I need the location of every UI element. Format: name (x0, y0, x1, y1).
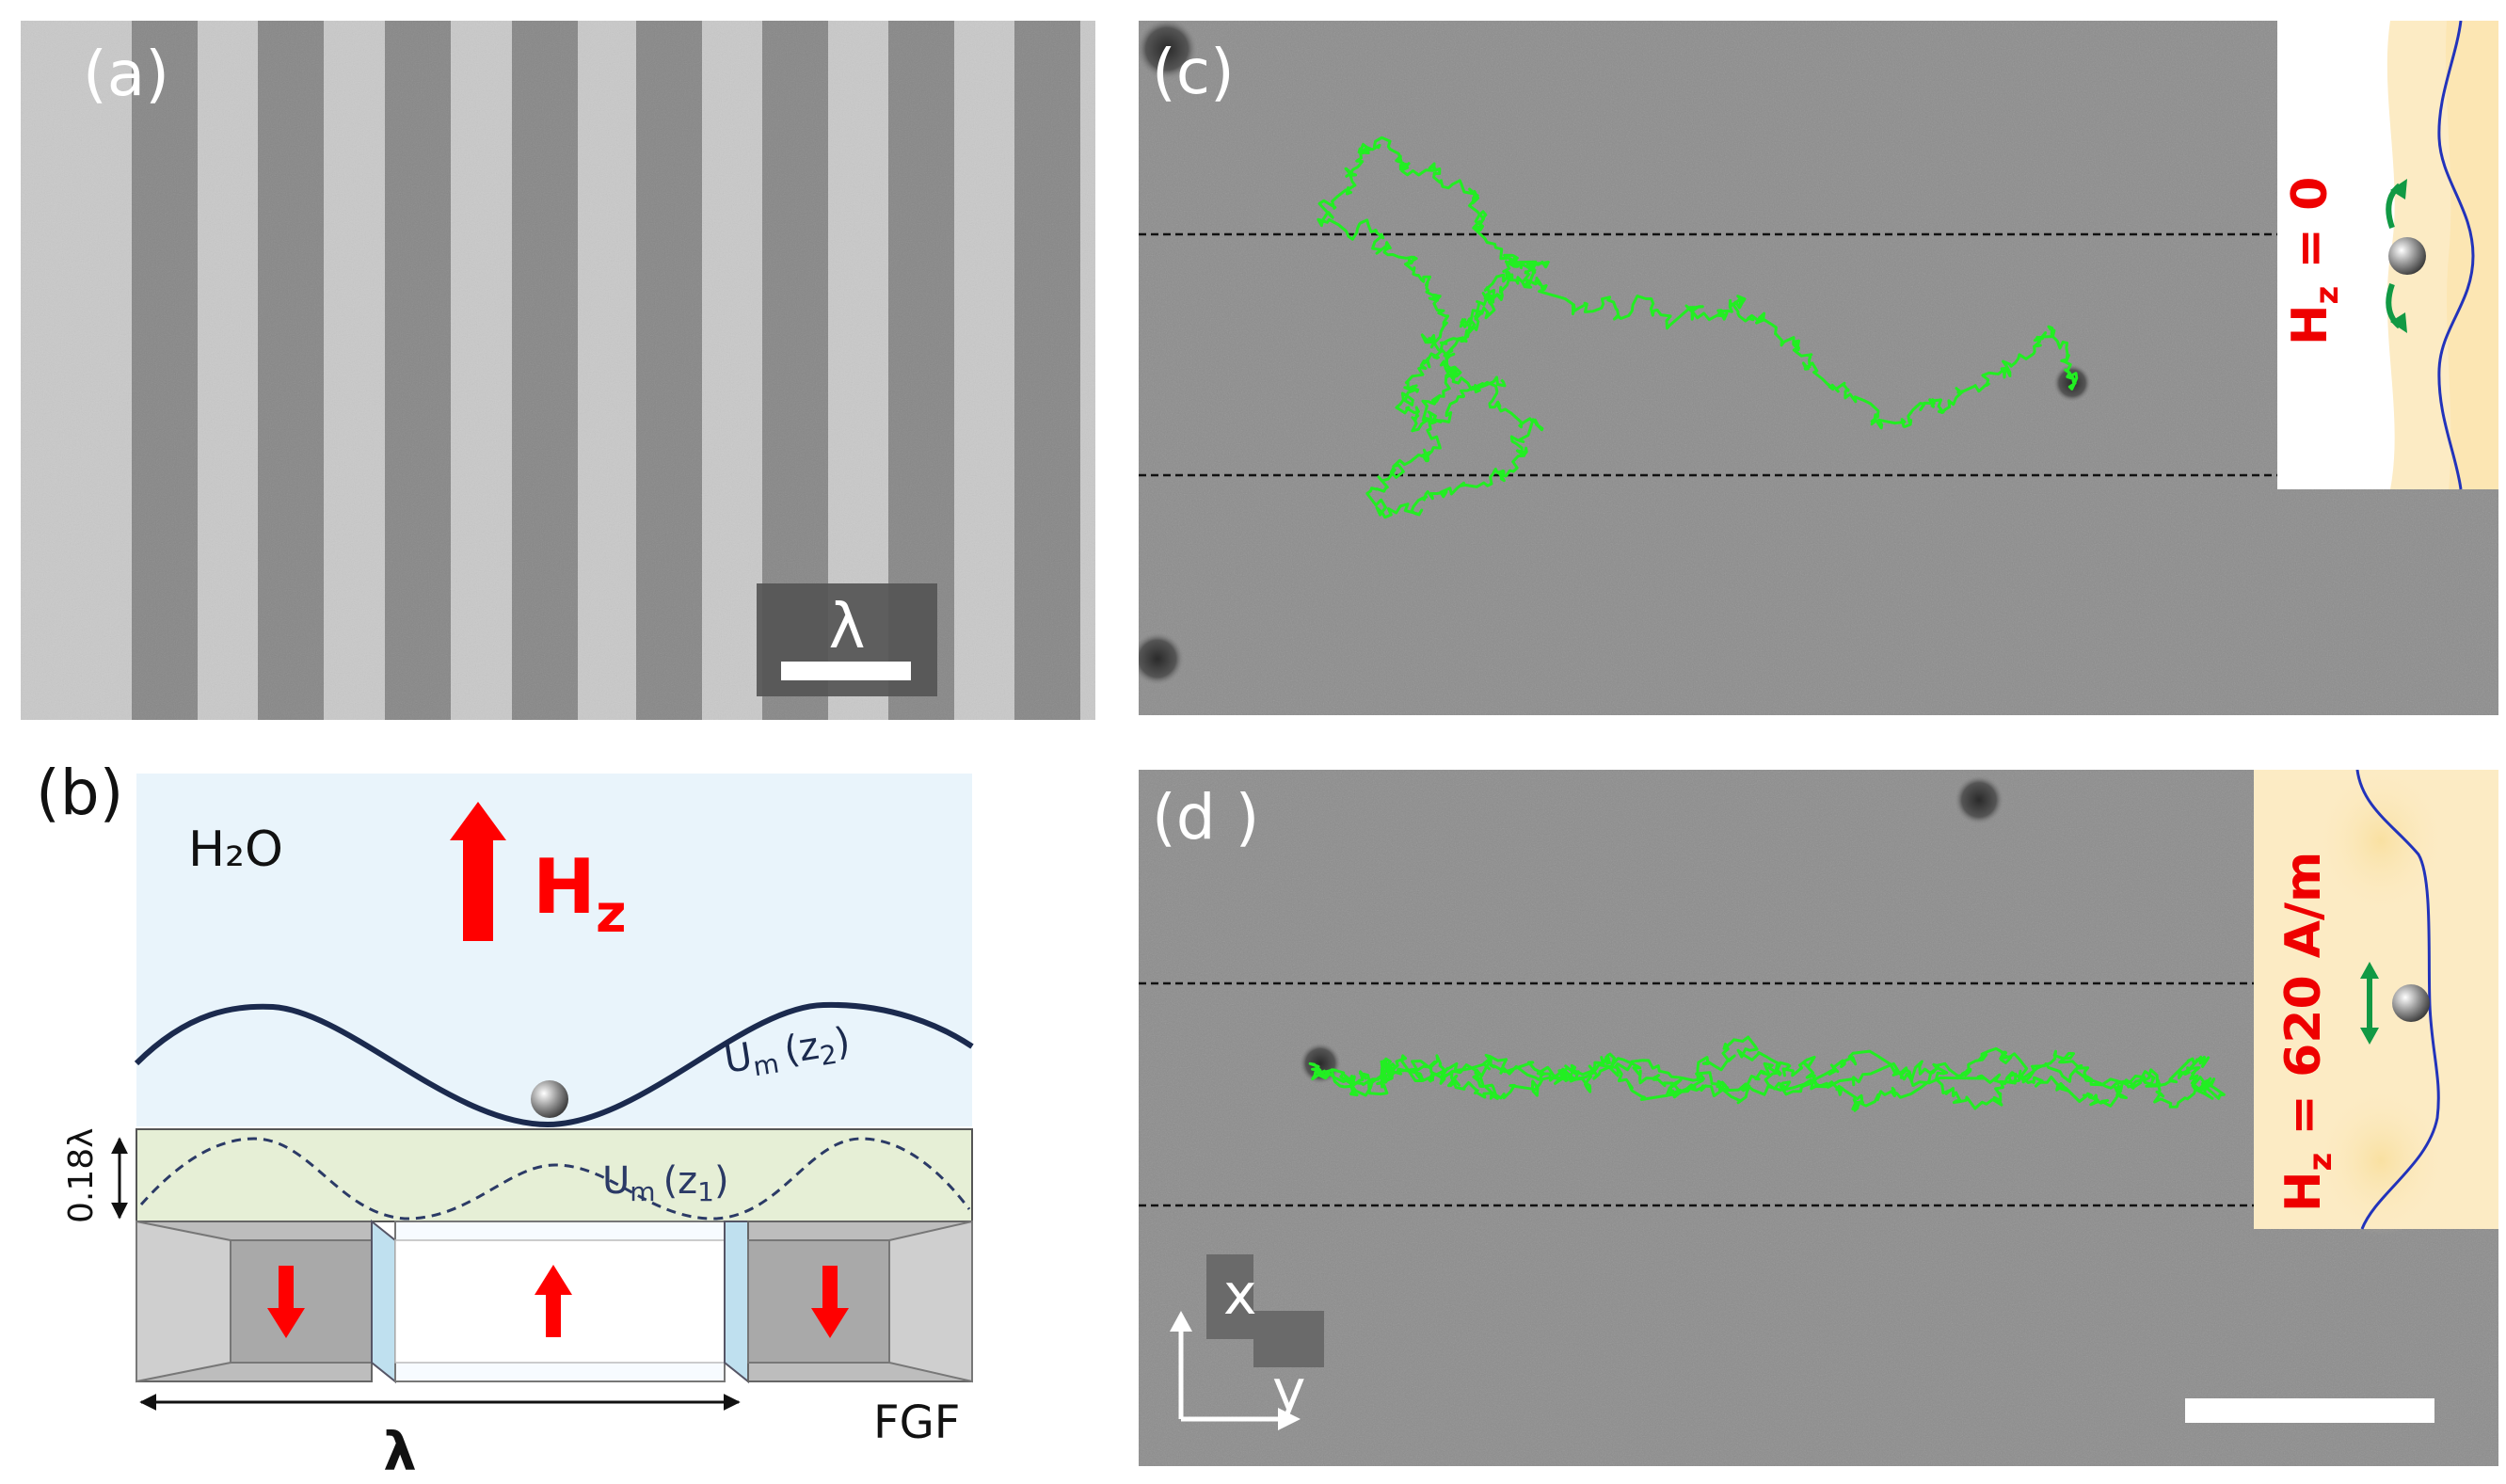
period-label: λ (383, 1422, 416, 1483)
field-label-sub: z (596, 884, 627, 945)
magnetization-arrow-down-right (811, 1266, 849, 1338)
tracked-particle (2053, 364, 2091, 402)
layer-region (136, 1128, 973, 1222)
inset-bead (2388, 237, 2426, 275)
inset-field-main-c: H (2282, 304, 2338, 345)
potential-curve-lower (139, 1137, 971, 1221)
potential-upper-arg-sub: 2 (818, 1039, 839, 1072)
trajectory-micrograph-d: x y Hz = 620 A/m (1139, 770, 2498, 1466)
field-arrow (450, 802, 506, 941)
panel-label-d: (d ) (1152, 781, 1260, 854)
stripe-micrograph: λ (21, 21, 1095, 720)
particle (1139, 21, 1197, 79)
axes-indicator: x y (1170, 1254, 1324, 1430)
field-label: Hz (533, 843, 627, 945)
axis-y-label: y (1272, 1358, 1306, 1424)
potential-lower-u: U (602, 1159, 630, 1203)
panel-c: Hz = 0 (c) (1139, 21, 2498, 715)
inset-bead (2392, 984, 2430, 1022)
particle (1139, 632, 1184, 685)
inset-potential-curve (2355, 770, 2440, 1230)
panel-d: x y Hz = 620 A/m (d ) (1139, 770, 2498, 1466)
brownian-trajectory (1317, 136, 2079, 519)
scalebar (781, 662, 911, 680)
scalebar-label: λ (828, 590, 865, 662)
trajectory-micrograph-c: Hz = 0 (1139, 21, 2498, 715)
panel-b: H₂O Hz Um(z2) Um(z1) 0.18λ λ FGF (b) (0, 743, 1095, 1484)
panel-label-b: (b) (36, 757, 124, 829)
magnetization-arrow-down-left (267, 1266, 305, 1338)
inset-field-value-d: = 620 A/m (2275, 852, 2332, 1153)
potential-inset-d: Hz = 620 A/m (2254, 770, 2498, 1236)
potential-lower-arg-sub: 1 (697, 1176, 714, 1207)
confined-trajectory (1308, 1035, 2226, 1112)
bead (531, 1080, 568, 1118)
inset-field-main-d: H (2275, 1171, 2332, 1212)
potential-lower-arg: (z (663, 1159, 698, 1203)
panel-label-c: (c) (1152, 36, 1235, 108)
potential-inset-c: Hz = 0 (2277, 21, 2498, 490)
potential-lower-label: Um (z1) (602, 1159, 729, 1207)
potential-lower-close: ) (714, 1159, 729, 1203)
potential-upper-close: ) (832, 1019, 854, 1064)
inset-potential-curve (2437, 21, 2475, 490)
panel-a: λ (a) (21, 21, 1095, 720)
panel-label-a: (a) (83, 38, 169, 110)
magnetization-arrow-up-center (535, 1265, 572, 1337)
medium-label: H₂O (188, 822, 283, 878)
inset-field-label-d: Hz = 620 A/m (2275, 852, 2339, 1212)
inset-field-label-c: Hz = 0 (2282, 177, 2346, 345)
inset-field-value-c: = 0 (2282, 177, 2338, 286)
water-region (136, 774, 972, 1126)
potential-upper-label: Um(z2) (721, 1019, 854, 1086)
potential-upper-arg: (z (781, 1025, 822, 1073)
potential-lower-sub: m (630, 1176, 655, 1207)
inset-field-sub-d: z (2302, 1153, 2339, 1172)
field-label-main: H (533, 843, 596, 931)
inset-field-sub-c: z (2308, 286, 2346, 305)
schematic-diagram: H₂O Hz Um(z2) Um(z1) 0.18λ λ FGF (62, 774, 974, 1483)
potential-curve-upper (134, 1001, 974, 1128)
thickness-label: 0.18λ (62, 1128, 101, 1223)
potential-upper-u: U (721, 1035, 755, 1082)
ferrite-garnet-film (136, 1219, 973, 1384)
scalebar (2185, 1398, 2434, 1423)
particle (1955, 775, 2003, 824)
potential-upper-sub: m (751, 1047, 781, 1082)
film-label: FGF (873, 1396, 960, 1449)
axis-x-label: x (1223, 1262, 1257, 1328)
